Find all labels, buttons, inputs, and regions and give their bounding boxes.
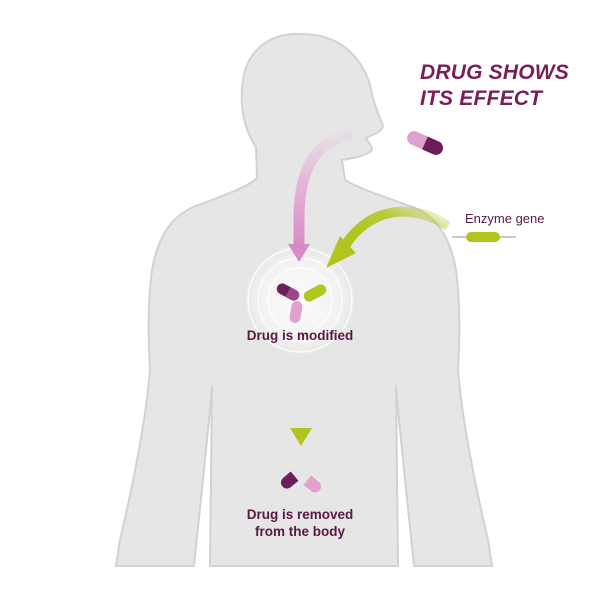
title-line-2: ITS EFFECT [420,87,543,110]
diagram-title: DRUG SHOWS ITS EFFECT [420,60,569,112]
ingestion-arrow [288,128,354,262]
modified-drug-icon [276,283,327,323]
removed-drug-icon [280,471,322,493]
drug-removed-label: Drug is removed from the body [220,506,380,540]
drug-removed-line-1: Drug is removed [246,507,354,522]
title-line-1: DRUG SHOWS [420,61,569,84]
enzyme-gene-label: Enzyme gene [465,211,545,226]
enzyme-arrow [326,206,451,268]
drug-capsule-icon [407,131,443,155]
elimination-arrow [290,352,312,446]
drug-removed-line-2: from the body [255,524,345,539]
drug-modified-label: Drug is modified [246,328,354,343]
enzyme-gene-icon [452,232,516,242]
